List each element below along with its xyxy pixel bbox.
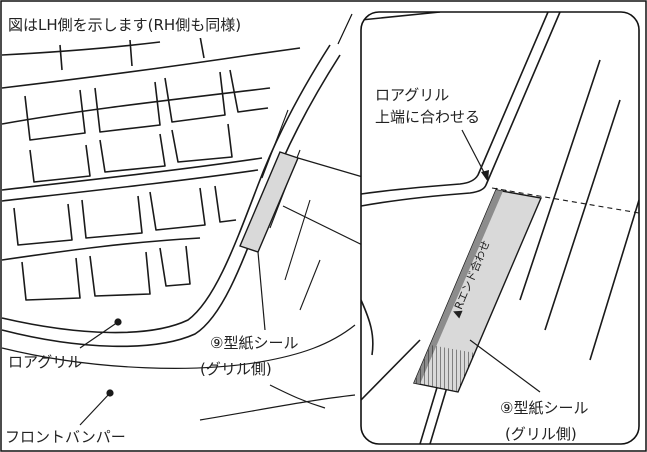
grille-side-label: (グリル側) xyxy=(200,360,272,378)
seal-hatch xyxy=(414,345,475,392)
template-seal-main xyxy=(239,151,299,253)
detail-frame xyxy=(360,11,640,445)
alignment-dashed-line xyxy=(491,187,639,214)
grille-side-detail-label: (グリル側) xyxy=(505,425,577,443)
seal-dark-edge xyxy=(414,190,503,384)
front-bumper-label: フロントバンパー xyxy=(5,428,126,446)
detail-view xyxy=(361,12,639,444)
align-label-line2: 上端に合わせる xyxy=(375,108,480,126)
caption-slash xyxy=(337,13,353,45)
lower-grille-label: ロアグリル xyxy=(8,353,82,371)
template-seal-detail-label: ⑨型紙シール xyxy=(500,399,588,417)
align-label-line1: ロアグリル xyxy=(375,86,449,104)
template-seal-label: ⑨型紙シール xyxy=(210,334,298,352)
leader-lines xyxy=(79,251,266,426)
caption: 図はLH側を示します(RH側も同様) xyxy=(8,16,241,34)
